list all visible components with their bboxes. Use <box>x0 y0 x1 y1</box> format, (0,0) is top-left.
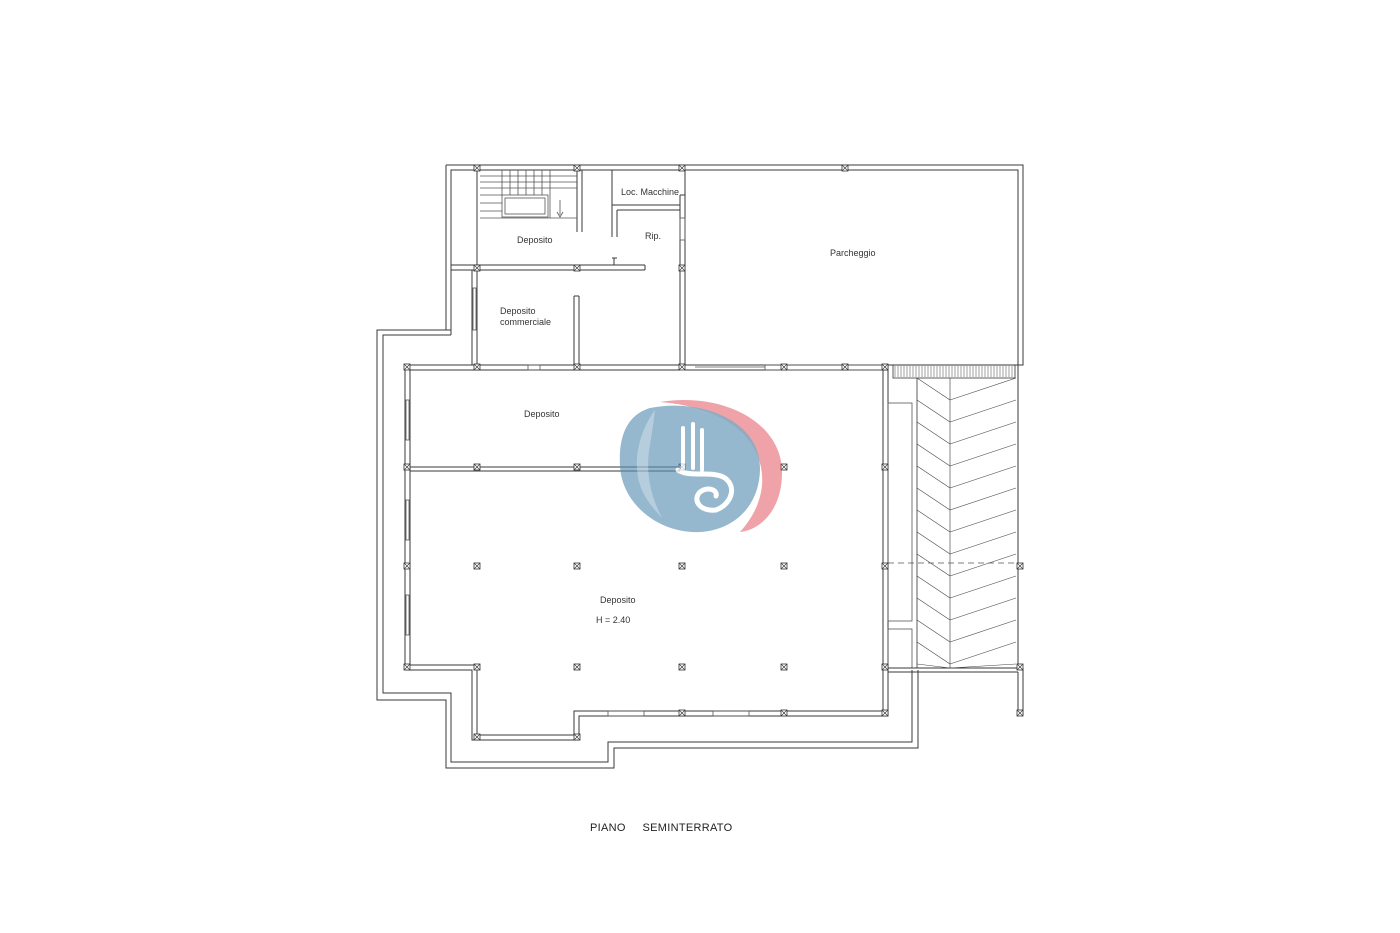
column-cross <box>881 709 889 717</box>
column-cross <box>473 663 481 671</box>
ramp-stripe <box>916 443 951 467</box>
column-cross <box>678 264 686 272</box>
column-cross <box>881 562 889 570</box>
ramp-stripe <box>949 553 1017 577</box>
column-cross <box>473 562 481 570</box>
column-cross <box>678 663 686 671</box>
column-cross <box>841 363 849 371</box>
column-cross <box>403 463 411 471</box>
column-cross <box>573 562 581 570</box>
label-loc-macchine: Loc. Macchine <box>621 187 679 197</box>
column-cross <box>573 733 581 741</box>
ramp-stripe <box>949 575 1017 599</box>
ramp-stripe <box>949 509 1017 533</box>
ramp-stripe <box>916 663 951 669</box>
column-cross <box>780 709 788 717</box>
column-cross <box>573 264 581 272</box>
ramp-stripe <box>916 641 951 665</box>
ramp-stripe <box>949 443 1017 467</box>
column-cross <box>881 363 889 371</box>
ramp-stripe <box>916 399 951 423</box>
ramp <box>892 364 1017 669</box>
label-height-note: H = 2.40 <box>596 615 630 625</box>
ramp-stripe <box>949 663 1017 669</box>
ramp-stripe <box>949 465 1017 489</box>
column-cross <box>678 363 686 371</box>
staircase <box>480 170 577 219</box>
ramp-stripe <box>916 597 951 621</box>
outer-perimeter-walls <box>376 164 1024 769</box>
ramp-stripe <box>916 531 951 555</box>
label-parcheggio: Parcheggio <box>830 248 876 258</box>
label-deposito-commerciale-line2: commerciale <box>500 317 551 327</box>
hand-ok-logo-icon <box>619 399 783 533</box>
column-cross <box>473 463 481 471</box>
ramp-stripe <box>949 619 1017 643</box>
ramp-stripe <box>949 597 1017 621</box>
ramp-stripe <box>916 575 951 599</box>
column-cross <box>473 164 481 172</box>
ramp-stripe <box>949 421 1017 445</box>
plan-title: PIANO SEMINTERRATO <box>590 822 733 834</box>
ramp-stripe <box>949 377 1017 401</box>
ramp-stripe <box>949 399 1017 423</box>
column-cross <box>678 709 686 717</box>
column-cross <box>1016 562 1024 570</box>
column-cross <box>573 663 581 671</box>
ramp-stripe <box>916 465 951 489</box>
column-cross <box>573 164 581 172</box>
column-cross <box>881 463 889 471</box>
column-cross <box>573 463 581 471</box>
column-cross <box>473 733 481 741</box>
column-cross <box>678 562 686 570</box>
room-labels: Deposito Loc. Macchine Rip. Parcheggio D… <box>500 187 876 625</box>
label-deposito-middle: Deposito <box>524 409 560 419</box>
column-cross <box>403 562 411 570</box>
column-cross <box>780 463 788 471</box>
column-cross <box>780 363 788 371</box>
column-cross <box>780 562 788 570</box>
ramp-stripe <box>916 509 951 533</box>
ramp-stripe <box>916 377 951 401</box>
column-cross <box>780 663 788 671</box>
ramp-stripe <box>949 641 1017 665</box>
ramp-stripe <box>916 553 951 577</box>
column-cross <box>403 663 411 671</box>
label-deposito-main: Deposito <box>600 595 636 605</box>
column-cross <box>881 663 889 671</box>
ramp-stripe <box>916 619 951 643</box>
label-rip: Rip. <box>645 231 661 241</box>
column-cross <box>573 363 581 371</box>
ramp-stripe <box>949 487 1017 511</box>
column-cross <box>841 164 849 172</box>
column-cross <box>473 264 481 272</box>
ramp-stripe <box>916 421 951 445</box>
column-cross <box>403 363 411 371</box>
column-cross <box>678 164 686 172</box>
label-deposito-commerciale-line1: Deposito <box>500 306 536 316</box>
ramp-stripe <box>949 531 1017 555</box>
column-cross <box>1016 663 1024 671</box>
column-cross <box>473 363 481 371</box>
column-cross <box>1016 709 1024 717</box>
ramp-stripe <box>916 487 951 511</box>
label-deposito-top: Deposito <box>517 235 553 245</box>
ramp-grate <box>892 364 1016 379</box>
